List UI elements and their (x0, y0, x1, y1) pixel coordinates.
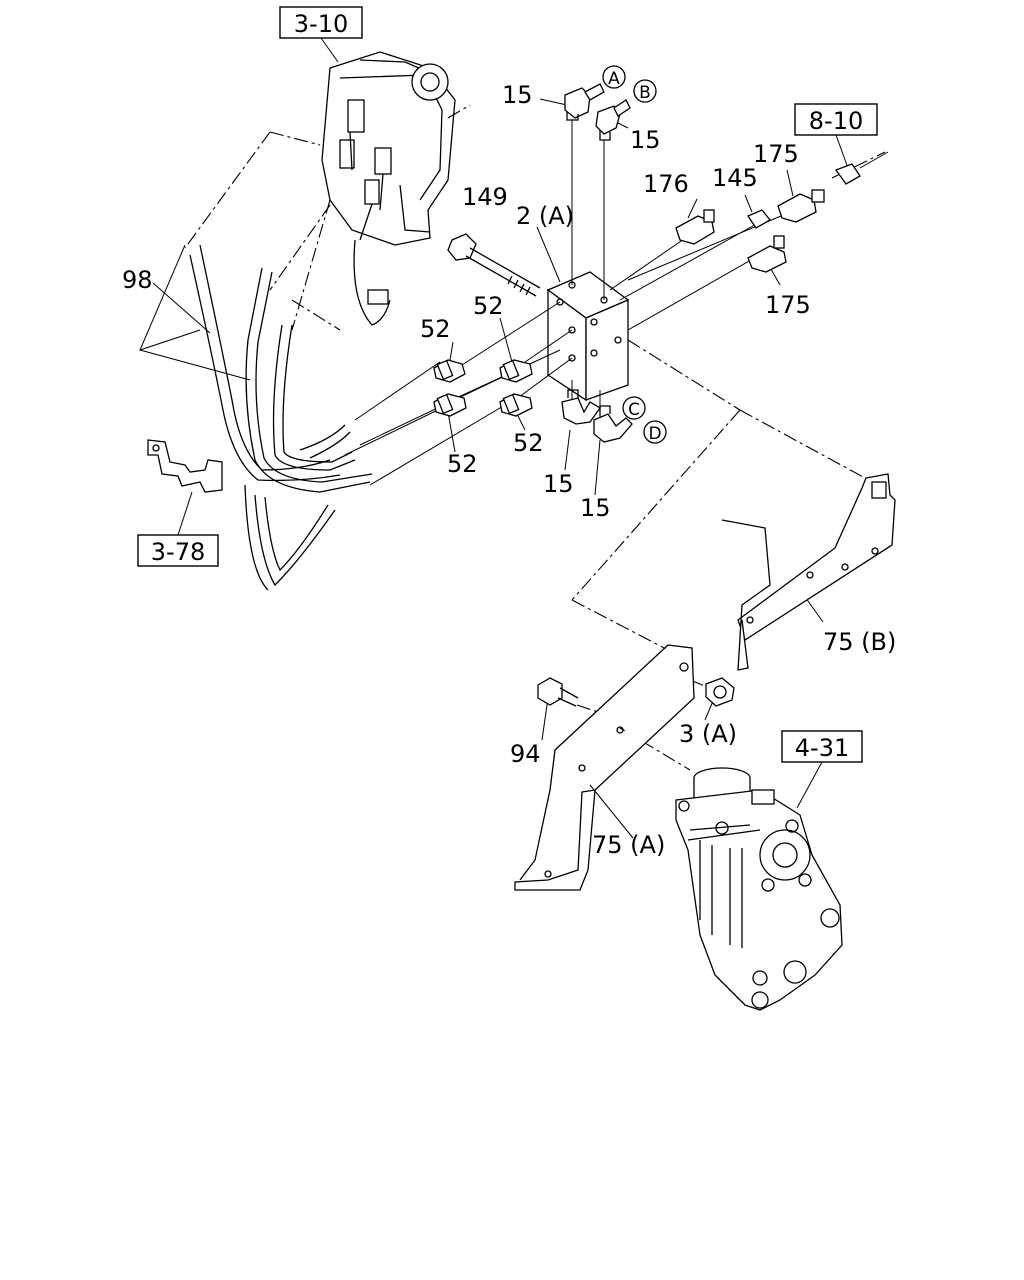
ref-box-8-10[interactable]: 8-10 (794, 103, 878, 136)
part-149-bolt (447, 233, 541, 297)
label-2a: 2 (A) (516, 202, 574, 230)
svg-text:4-31: 4-31 (795, 734, 849, 762)
assembly-4-31 (675, 767, 843, 1011)
label-175-top: 175 (753, 140, 799, 168)
bracket-75a (514, 644, 695, 891)
ref-box-4-31[interactable]: 4-31 (781, 730, 863, 763)
label-52-3: 52 (447, 450, 478, 478)
fitting-52-4 (499, 393, 533, 417)
fitting-52-2 (499, 359, 533, 383)
port-marker-c: C (622, 396, 646, 420)
label-175-bottom: 175 (765, 291, 811, 319)
part-98-pipe-bundle (139, 131, 373, 591)
svg-text:3-10: 3-10 (294, 10, 348, 38)
switch-175-bottom (747, 235, 787, 273)
label-15-a: 15 (502, 81, 533, 109)
ref-box-3-78[interactable]: 3-78 (137, 534, 219, 567)
fitting-15-top-a (564, 83, 605, 121)
svg-text:B: B (639, 83, 651, 103)
svg-text:3-78: 3-78 (151, 538, 205, 566)
clip-3-78 (147, 439, 223, 493)
bolt-94 (537, 677, 579, 707)
leader-lines (152, 37, 849, 839)
svg-text:8-10: 8-10 (809, 107, 863, 135)
ref-box-3-10[interactable]: 3-10 (279, 6, 363, 39)
label-15-b: 15 (630, 126, 661, 154)
nut-3a (705, 677, 735, 707)
washer-145 (747, 209, 771, 229)
label-3a: 3 (A) (679, 720, 737, 748)
fitting-52-1 (433, 359, 466, 383)
switch-176 (675, 209, 715, 245)
part-2a-junction-block (546, 271, 630, 402)
label-94: 94 (510, 740, 541, 768)
label-75b: 75 (B) (823, 628, 896, 656)
label-52-4: 52 (513, 429, 544, 457)
switch-175-top (777, 189, 825, 223)
label-52-1: 52 (420, 315, 451, 343)
part-labels: 15 15 149 2 (A) 176 145 175 175 98 52 52… (122, 81, 896, 859)
svg-text:C: C (628, 400, 640, 420)
label-149: 149 (462, 183, 508, 211)
port-marker-a: A (602, 65, 626, 89)
fitting-15-top-b (595, 99, 631, 141)
label-15-d: 15 (580, 494, 611, 522)
svg-text:A: A (608, 69, 620, 89)
assembly-3-10 (321, 51, 471, 326)
label-15-c: 15 (543, 470, 574, 498)
bracket-75b (721, 473, 896, 671)
port-marker-b: B (633, 79, 657, 103)
label-145: 145 (712, 164, 758, 192)
label-52-2: 52 (473, 292, 504, 320)
connector-8-10 (834, 151, 889, 185)
fitting-52-3 (433, 393, 467, 417)
svg-text:D: D (648, 424, 661, 444)
label-75a: 75 (A) (592, 831, 665, 859)
label-98: 98 (122, 266, 153, 294)
fitting-15-bottom-d (593, 405, 633, 443)
port-marker-d: D (643, 420, 667, 444)
label-176: 176 (643, 170, 689, 198)
